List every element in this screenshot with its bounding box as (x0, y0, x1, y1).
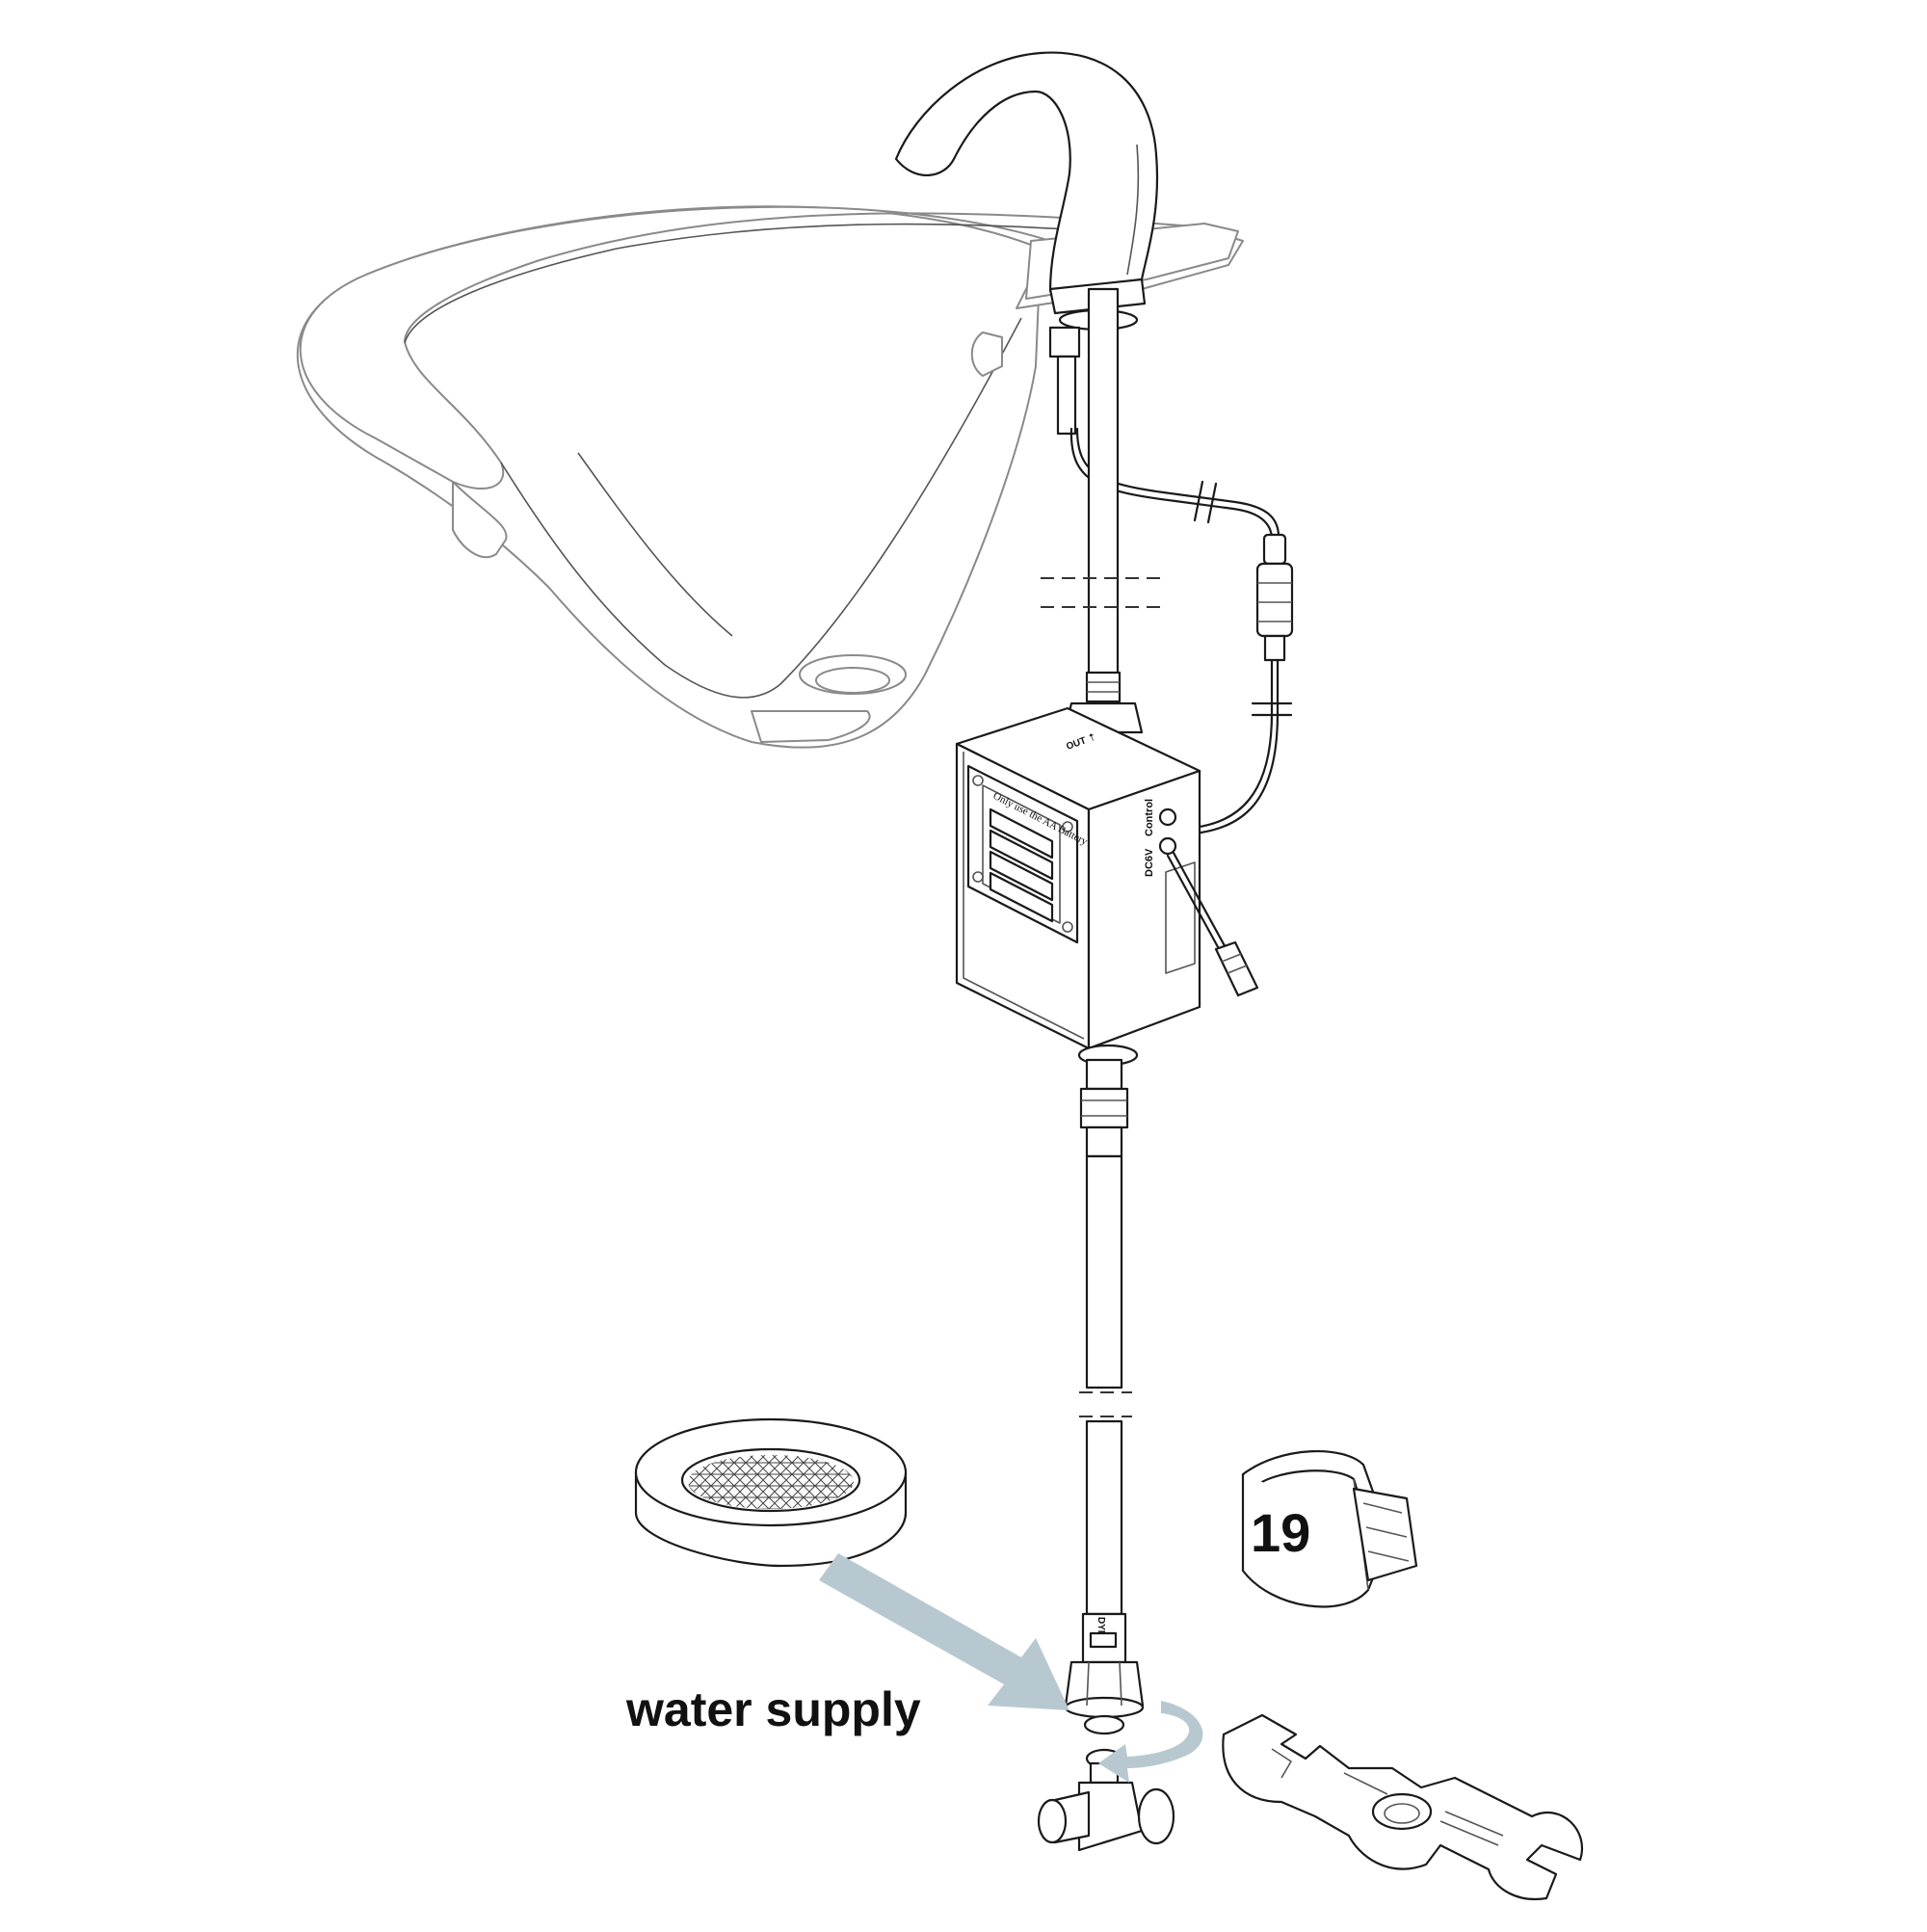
control-port-label: Control (1144, 799, 1155, 836)
battery-cells (989, 807, 1054, 923)
open-end-wrench (1222, 1713, 1583, 1901)
sensor-faucet (894, 51, 1159, 436)
water-supply-label: water supply (626, 1682, 921, 1736)
lower-supply-hose: DYMIN (1064, 1058, 1145, 1719)
control-box: Only use the AA Battery Control DC6V OUT… (955, 706, 1201, 1067)
insert-washer-arrow (819, 1553, 1069, 1710)
power-lead (1166, 851, 1259, 997)
filter-washer (634, 1417, 908, 1568)
wrench-19-icon (1241, 1450, 1418, 1608)
tighten-rotation-arrow (1098, 1701, 1203, 1783)
power-port-label: DC6V (1144, 848, 1155, 877)
wrench-size-label: 19 (1251, 1502, 1311, 1563)
angle-valve (1037, 1714, 1175, 1852)
